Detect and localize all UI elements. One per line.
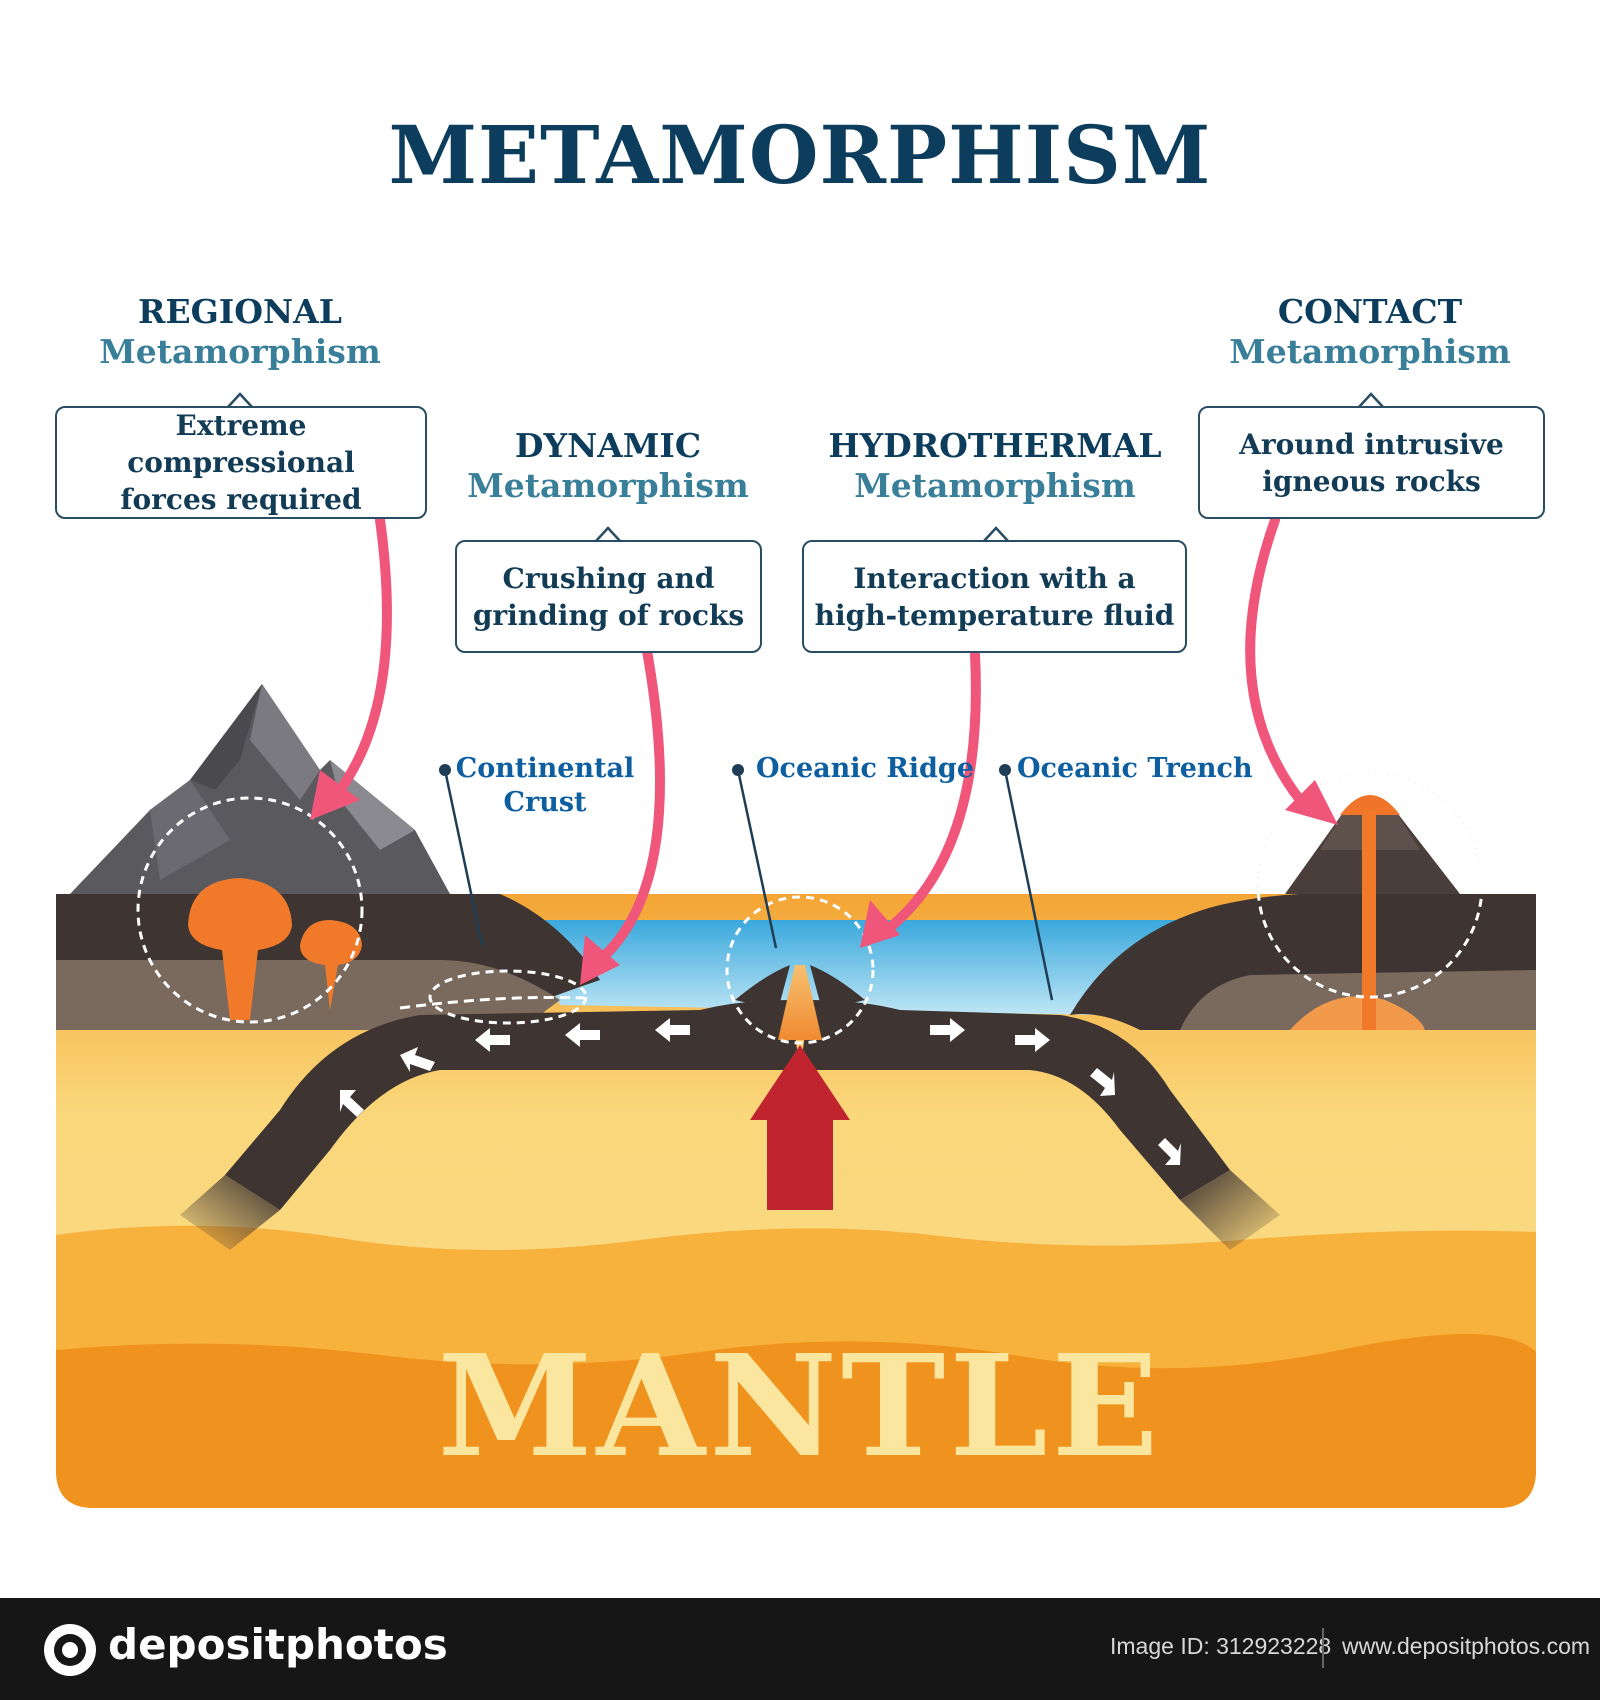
dynamic-name: DYNAMIC bbox=[514, 426, 702, 465]
hydrothermal-sub: Metamorphism bbox=[854, 466, 1136, 505]
footer-image-id: Image ID: 312923228 bbox=[1110, 1633, 1332, 1659]
plate-motion-arrows bbox=[340, 1018, 1181, 1165]
magma-intrusions bbox=[188, 878, 362, 1020]
regional-name: REGIONAL bbox=[138, 292, 342, 331]
volcano bbox=[1285, 795, 1460, 1030]
oceanic-ridge-label: Oceanic Ridge bbox=[756, 753, 974, 784]
ridge-magma bbox=[778, 965, 822, 1040]
hydrothermal-heading: HYDROTHERMAL Metamorphism bbox=[795, 427, 1195, 507]
upwelling-arrow bbox=[750, 1045, 850, 1210]
regional-description-box: Extreme compressional forces required bbox=[55, 406, 427, 519]
contact-desc-line-1: Around intrusive bbox=[1239, 427, 1504, 461]
regional-sub: Metamorphism bbox=[99, 332, 381, 371]
regional-desc-line-2: forces required bbox=[120, 483, 362, 516]
page-title: METAMORPHISM bbox=[388, 108, 1212, 202]
ocean bbox=[520, 920, 1180, 1015]
contact-heading: CONTACT Metamorphism bbox=[1190, 293, 1550, 373]
hydrothermal-desc-line-1: Interaction with a bbox=[853, 561, 1136, 595]
contact-sub: Metamorphism bbox=[1229, 332, 1511, 371]
regional-desc-line-1: Extreme compressional bbox=[127, 409, 355, 479]
dynamic-description-box: Crushing and grinding of rocks bbox=[455, 540, 762, 653]
contact-name: CONTACT bbox=[1277, 292, 1463, 331]
oceanic-plate-left bbox=[225, 1000, 800, 1210]
oceanic-plate-right bbox=[800, 1000, 1230, 1200]
depositphotos-logo-icon bbox=[44, 1624, 96, 1676]
leader-lines bbox=[443, 769, 1054, 1001]
contact-description-box: Around intrusive igneous rocks bbox=[1198, 406, 1545, 519]
footer-site-link[interactable]: www.depositphotos.com bbox=[1342, 1633, 1591, 1659]
hydrothermal-description-box: Interaction with a high-temperature flui… bbox=[802, 540, 1187, 653]
mountain bbox=[70, 684, 450, 894]
dynamic-desc-line-2: grinding of rocks bbox=[472, 598, 745, 632]
dynamic-heading: DYNAMIC Metamorphism bbox=[428, 427, 788, 507]
contact-desc-line-2: igneous rocks bbox=[1262, 464, 1481, 498]
callout-notches bbox=[227, 392, 1384, 542]
hydrothermal-desc-line-2: high-temperature fluid bbox=[814, 598, 1175, 632]
regional-heading: REGIONAL Metamorphism bbox=[60, 293, 420, 373]
continental-crust-line-2: Crust bbox=[503, 787, 587, 818]
continental-crust-label: Continental Crust bbox=[455, 752, 635, 820]
dynamic-desc-line-1: Crushing and bbox=[502, 561, 715, 595]
pointer-arrows bbox=[335, 515, 1305, 965]
oceanic-trench-label: Oceanic Trench bbox=[1017, 753, 1253, 784]
mantle-label: MANTLE bbox=[437, 1325, 1163, 1489]
footer-separator bbox=[1322, 1628, 1324, 1668]
hydrothermal-name: HYDROTHERMAL bbox=[828, 426, 1162, 465]
footer-logo-text: depositphotos bbox=[108, 1620, 448, 1669]
mantle-block bbox=[56, 894, 1536, 1508]
highlight-circles bbox=[136, 771, 1484, 1045]
footer-bar bbox=[0, 1598, 1600, 1700]
continental-crust-line-1: Continental bbox=[455, 753, 635, 784]
dynamic-sub: Metamorphism bbox=[467, 466, 749, 505]
